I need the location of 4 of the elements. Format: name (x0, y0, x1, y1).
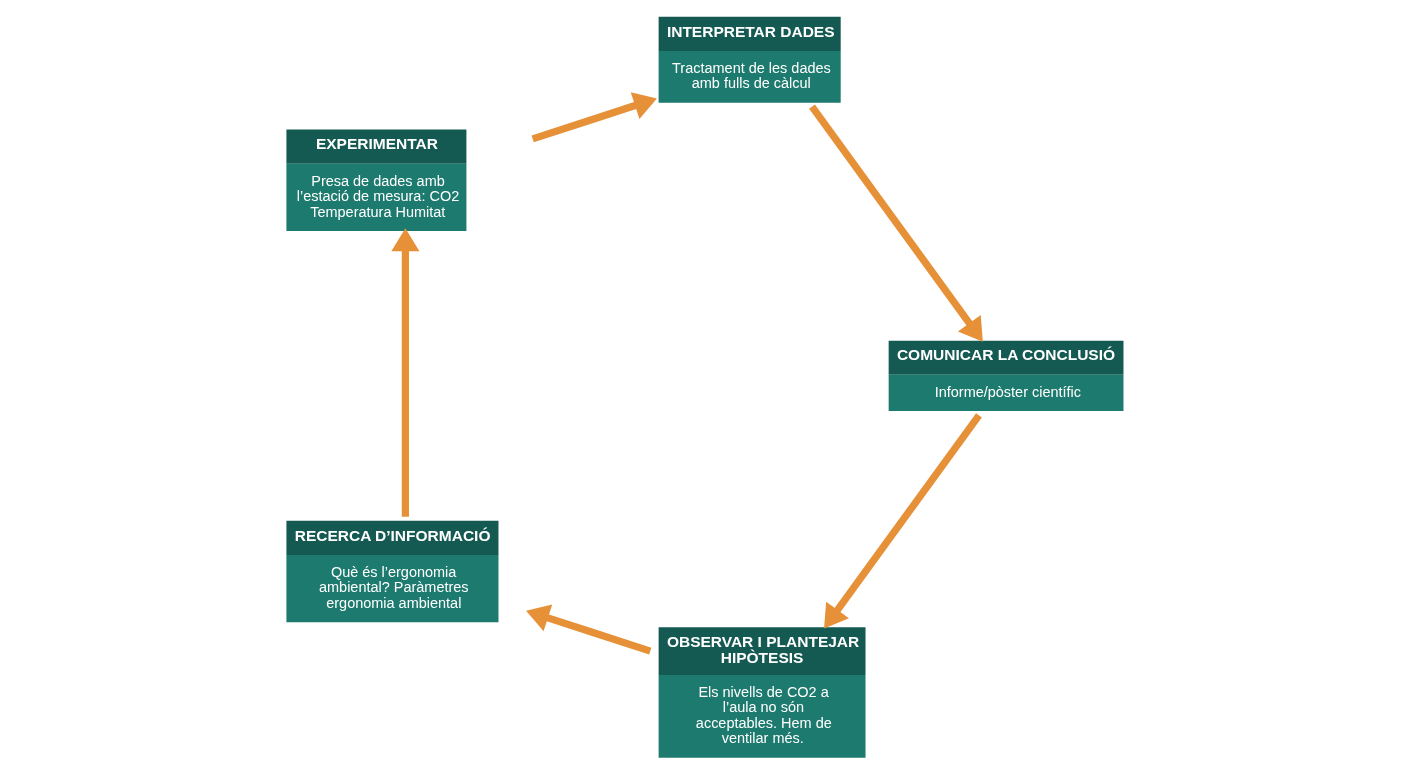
arrow (808, 104, 983, 342)
arrow (531, 92, 657, 143)
arrow (525, 604, 651, 655)
arrow (823, 413, 982, 629)
